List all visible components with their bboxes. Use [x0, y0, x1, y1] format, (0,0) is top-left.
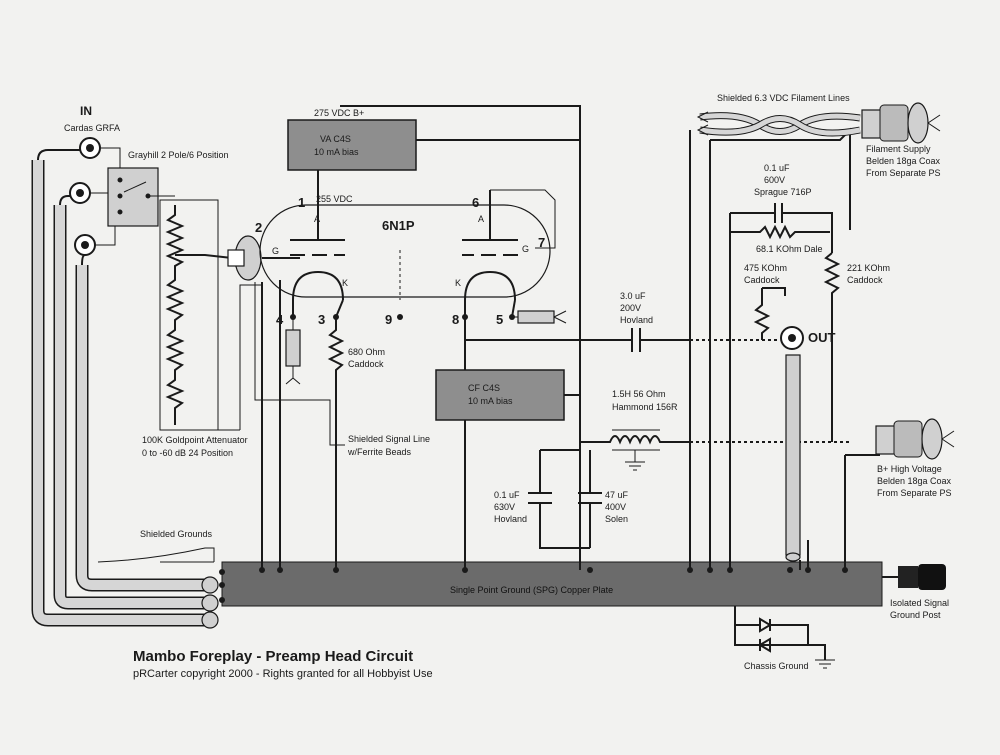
pin-2: 2 — [255, 220, 262, 235]
signal-line-label-2: w/Ferrite Beads — [347, 447, 412, 457]
tube-left-triode — [290, 210, 345, 301]
r-221-line2: Caddock — [847, 275, 883, 285]
ground-post-l2: Ground Post — [890, 610, 941, 620]
signal-line-label-1: Shielded Signal Line — [348, 434, 430, 444]
filament-lines-label: Shielded 6.3 VDC Filament Lines — [717, 93, 850, 103]
hv-connector — [875, 418, 955, 460]
filament-twisted-pair — [696, 111, 861, 137]
plate-tie-points — [219, 567, 848, 603]
input-jack-label: Cardas GRFA — [64, 123, 120, 133]
choke-line1: 1.5H 56 Ohm — [612, 389, 666, 399]
pin-3: 3 — [318, 312, 325, 327]
ground-plate — [221, 561, 883, 607]
tube-right-triode — [462, 210, 518, 301]
input-heading: IN — [80, 104, 92, 118]
r-fb-label: 68.1 KOhm Dale — [756, 244, 823, 254]
pin-4: 4 — [276, 312, 284, 327]
pin-8: 8 — [452, 312, 459, 327]
c-fb-line3: Sprague 716P — [754, 187, 812, 197]
r-out-line1: 475 KOhm — [744, 263, 787, 273]
anode-a-right: A — [478, 214, 484, 224]
ground-plate-label: Single Point Ground (SPG) Copper Plate — [450, 585, 613, 595]
hv-l2: Belden 18ga Coax — [877, 476, 952, 486]
b-plus-label: 275 VDC B+ — [314, 108, 364, 118]
tube-name: 6N1P — [382, 218, 415, 233]
c-filt1-line1: 0.1 uF — [494, 490, 520, 500]
anode-voltage: 255 VDC — [316, 194, 353, 204]
attenuator-label-2: 0 to -60 dB 24 Position — [142, 448, 233, 458]
cathode-k-right: K — [455, 278, 461, 288]
filament-supply-connector — [861, 102, 941, 144]
selector-switch — [107, 167, 159, 227]
cathode-k-left: K — [342, 278, 348, 288]
input-coax-runs — [31, 160, 219, 629]
ground-post-l1: Isolated Signal — [890, 598, 949, 608]
pin-5: 5 — [496, 312, 503, 327]
c-filt2-line1: 47 uF — [605, 490, 629, 500]
c-out-line3: Hovland — [620, 315, 653, 325]
c-filt2-line2: 400V — [605, 502, 626, 512]
c-filt2-line3: Solen — [605, 514, 628, 524]
diagram-title: Mambo Foreplay - Preamp Head Circuit — [133, 648, 413, 665]
grid-g-left: G — [272, 246, 279, 256]
hv-l3: From Separate PS — [877, 488, 952, 498]
filament-l1: Filament Supply — [866, 144, 931, 154]
attenuator-box — [159, 199, 219, 431]
attenuator-resistor — [165, 205, 185, 425]
va-ccs-line2: 10 mA bias — [314, 147, 359, 157]
r-cathode-line2: Caddock — [348, 359, 384, 369]
filament-l2: Belden 18ga Coax — [866, 156, 941, 166]
c-fb-line2: 600V — [764, 175, 785, 185]
hv-l1: B+ High Voltage — [877, 464, 942, 474]
pin-9: 9 — [385, 312, 392, 327]
heater-coax-left — [285, 329, 301, 367]
r-out-line2: Caddock — [744, 275, 780, 285]
cf-ccs-line2: 10 mA bias — [468, 396, 513, 406]
choke-line2: Hammond 156R — [612, 402, 678, 412]
switch-label: Grayhill 2 Pole/6 Position — [128, 150, 229, 160]
tube-envelope — [259, 204, 551, 298]
c-fb-line1: 0.1 uF — [764, 163, 790, 173]
c-filt1-line2: 630V — [494, 502, 515, 512]
pin-6: 6 — [472, 195, 479, 210]
cathode-resistor — [327, 317, 345, 570]
out-label: OUT — [808, 330, 836, 345]
attenuator-label-1: 100K Goldpoint Attenuator — [142, 435, 248, 445]
r-221-line1: 221 KOhm — [847, 263, 890, 273]
va-ccs-line1: VA C4S — [320, 134, 351, 144]
cf-ccs-line1: CF C4S — [468, 383, 500, 393]
output-coax — [785, 354, 801, 556]
shielded-grounds-label: Shielded Grounds — [140, 529, 213, 539]
cf-ccs-box — [435, 369, 565, 421]
input-jacks — [37, 137, 121, 266]
r-cathode-line1: 680 Ohm — [348, 347, 385, 357]
c-filt1-line3: Hovland — [494, 514, 527, 524]
va-ccs-box — [287, 119, 417, 171]
pin-1: 1 — [298, 195, 305, 210]
switch-contacts — [117, 177, 175, 215]
choke — [580, 435, 690, 445]
chassis-ground-label: Chassis Ground — [744, 661, 809, 671]
c-out-line1: 3.0 uF — [620, 291, 646, 301]
c-out-line2: 200V — [620, 303, 641, 313]
ground-post — [898, 566, 918, 588]
heater-coax-right — [517, 310, 555, 324]
filament-l3: From Separate PS — [866, 168, 941, 178]
pin-7: 7 — [538, 235, 545, 250]
diagram-subtitle: pRCarter copyright 2000 - Rights granted… — [133, 668, 433, 680]
grid-g-right: G — [522, 244, 529, 254]
